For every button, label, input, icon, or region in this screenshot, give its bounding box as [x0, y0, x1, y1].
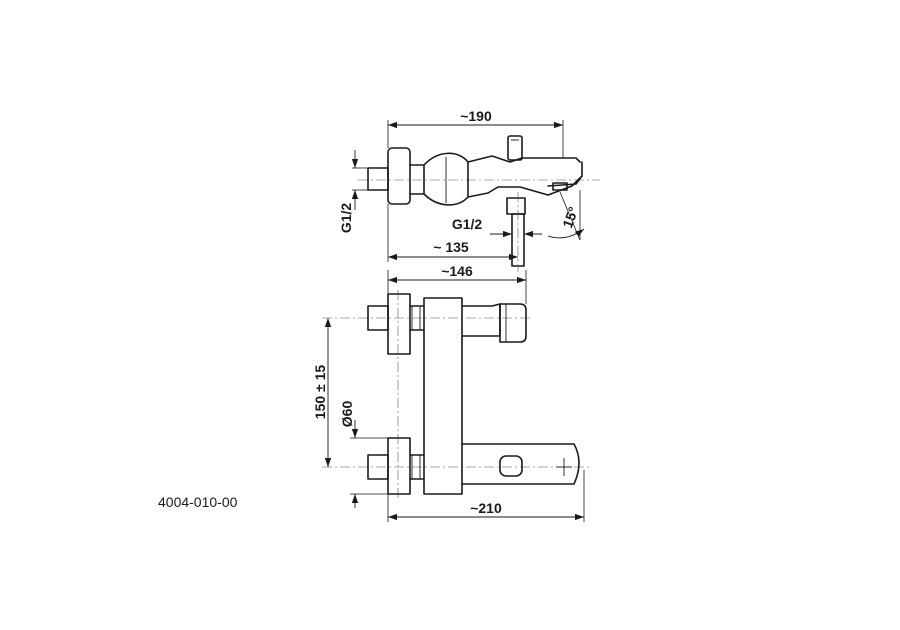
top-view: ~190 G1/2 G1/2 15° ~ 135: [338, 108, 600, 272]
dim-outlet-135: ~ 135: [433, 239, 469, 255]
dim-diameter-60: Ø60: [339, 401, 355, 428]
product-code: 4004-010-00: [158, 494, 238, 510]
dim-center-150: 150 ± 15: [312, 365, 328, 420]
dim-thread-outlet: G1/2: [452, 216, 483, 232]
dim-angle-15: 15°: [559, 205, 581, 230]
dim-thread-side: G1/2: [338, 203, 354, 234]
dim-width-190: ~190: [460, 108, 492, 124]
dim-total-210: ~210: [470, 500, 502, 516]
dim-body-146: ~146: [441, 263, 473, 279]
front-view: ~146 150 ± 15 Ø60 ~210: [312, 263, 590, 522]
